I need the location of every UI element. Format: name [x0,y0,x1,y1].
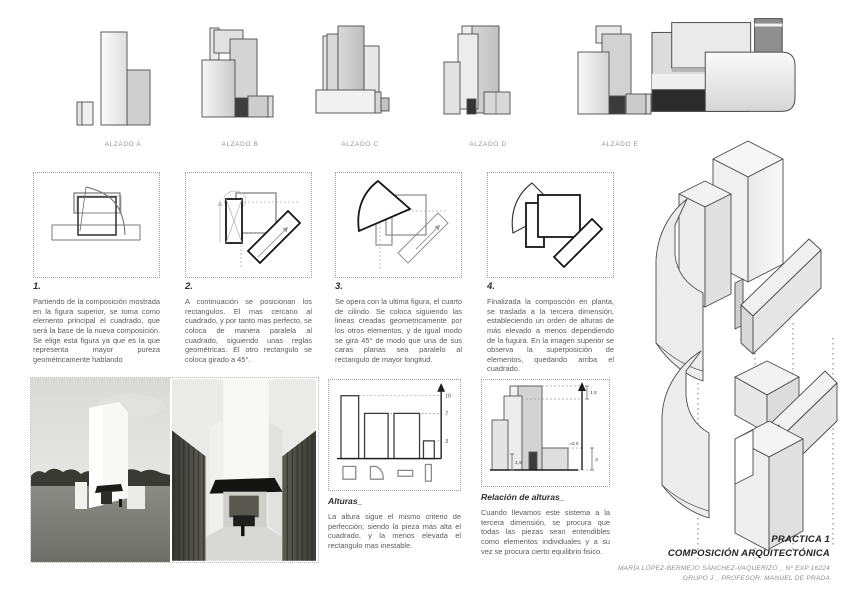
title-block: PRACTICA 1 COMPOSICIÓN ARQUITECTÓNICA MA… [618,533,830,584]
relacion-dim-mid: =0,5 [569,441,579,447]
alturas-chart-box: 10 7 3 [328,379,461,491]
step-1-text: Partiendo de la composición mostrada en … [33,297,160,364]
elevation-d-label: ALZADO D [469,141,507,148]
step-3-text: Se opera con la ultima figura, el cuarto… [335,297,462,364]
elevation-c-drawing [315,25,390,114]
step-1-diagram [51,186,141,241]
group-professor-line: GRUPO J _ PROFESOR: MANUEL DE PRADA [682,574,830,582]
step-3-number: 3. [335,281,343,292]
step-4-diagram [511,182,604,269]
alturas-panel: 10 7 3 Alturas_ La altura sigue el mismo… [328,379,461,551]
relacion-diagram: 1,5 =0,5 3 1,5 [490,382,598,471]
axonometric-figure [643,133,848,570]
step-1-diagram-box [33,172,160,278]
relacion-diagram-box: 1,5 =0,5 3 1,5 [481,379,610,487]
elevation-a-drawing [76,31,151,126]
alturas-tick-3: 3 [445,439,448,445]
roof-plan-figure [650,14,798,121]
step-2-number: 2. [185,281,193,292]
relacion-panel: 1,5 =0,5 3 1,5 Relación de alturas_ Cuan… [481,379,610,556]
step-3-panel: 3. Se opera con la ultima figura, el cua… [335,172,462,364]
elevation-a-label: ALZADO A [104,141,142,148]
relacion-dim-bottom: 1,5 [515,460,522,466]
axonometric-drawing [655,140,838,559]
elevation-e-label: ALZADO E [601,141,639,148]
alturas-heading: Alturas_ [328,496,363,506]
photo-pair [30,377,319,563]
elevation-a-figure: ALZADO A [73,24,173,148]
photo-monument-field [31,378,170,562]
roof-plan-drawing [651,18,796,112]
elevation-e-figure: ALZADO E [570,24,670,148]
elevation-d-figure: ALZADO D [438,24,538,148]
elevation-c-figure: ALZADO C [310,24,410,148]
elevation-b-drawing [201,27,274,118]
elevation-e-drawing [577,25,652,115]
alturas-text: La altura sigue el mismo criterio de per… [328,512,461,550]
step-1-panel: 1. Partiendo de la composición mostrada … [33,172,160,364]
project-title: PRACTICA 1 [771,534,830,545]
step-4-text: Finalizada la composción en planta, se t… [487,297,614,374]
step-3-diagram [357,179,449,271]
project-subtitle: COMPOSICIÓN ARQUITECTÓNICA [667,547,830,559]
step-2-diagram [217,190,302,269]
relacion-dim-bracket: 3 [595,457,598,463]
elevation-b-figure: ALZADO B [190,24,290,148]
relacion-heading: Relación de alturas_ [481,492,565,502]
step-2-text: A continuación se posicionan los rectang… [185,297,312,364]
step-2-panel: 2. A continuación se posicionan los rect… [185,172,312,364]
step-4-panel: 4. Finalizada la composción en planta, s… [487,172,614,374]
author-line: MARÍA LÓPEZ-BERMEJO SÁNCHEZ-VAQUERIZO _ … [617,564,830,572]
alturas-bar-chart: 10 7 3 [337,382,451,482]
elevation-b-label: ALZADO B [221,141,259,148]
alturas-tick-10: 10 [445,394,451,400]
step-4-diagram-box [487,172,614,278]
step-1-number: 1. [33,281,41,292]
step-2-diagram-box [185,172,312,278]
alturas-tick-7: 7 [445,411,448,417]
relacion-dim-top: 1,5 [590,390,597,396]
elevation-c-label: ALZADO C [341,141,379,148]
relacion-text: Cuando llevamos este sistema a la tercer… [481,508,610,556]
photo-monument-courtyard [172,379,316,561]
step-4-number: 4. [487,281,495,292]
elevation-d-drawing [443,25,511,115]
step-3-diagram-box [335,172,462,278]
